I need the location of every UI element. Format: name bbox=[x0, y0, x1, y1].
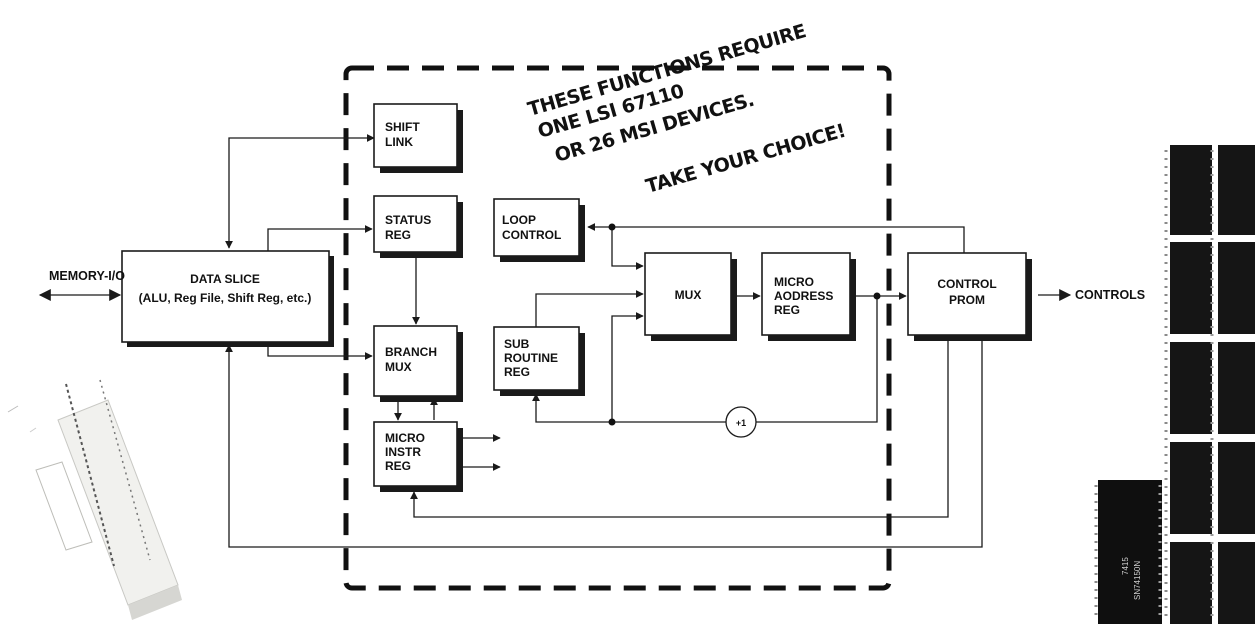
micro-instr-label-2: INSTR bbox=[385, 445, 421, 459]
micro-instr-label-3: REG bbox=[385, 459, 411, 473]
loop-control-label-1: LOOP bbox=[502, 213, 536, 227]
sub-routine-reg-block: SUB ROUTINE REG bbox=[494, 327, 585, 396]
sub-routine-label-3: REG bbox=[504, 365, 530, 379]
shift-link-block: SHIFT LINK bbox=[374, 104, 463, 173]
loop-control-label-2: CONTROL bbox=[502, 228, 561, 242]
memory-io-label: MEMORY-I/O bbox=[49, 269, 125, 283]
chip-label-sn74150n: SN74150N bbox=[1133, 561, 1142, 600]
sub-routine-label-1: SUB bbox=[504, 337, 530, 351]
branch-mux-label-1: BRANCH bbox=[385, 345, 437, 359]
wire-inc-sub bbox=[536, 394, 726, 422]
data-slice-title: DATA SLICE bbox=[190, 272, 260, 286]
junction-dot bbox=[609, 419, 616, 426]
branch-mux-block: BRANCH MUX bbox=[374, 326, 463, 402]
sub-routine-label-2: ROUTINE bbox=[504, 351, 558, 365]
control-prom-label-2: PROM bbox=[949, 293, 985, 307]
shift-link-label-2: LINK bbox=[385, 135, 413, 149]
incrementer-label: +1 bbox=[736, 418, 746, 428]
status-reg-label-1: STATUS bbox=[385, 213, 431, 227]
loop-control-block: LOOP CONTROL bbox=[494, 199, 585, 262]
shift-link-label-1: SHIFT bbox=[385, 120, 420, 134]
controls-label: CONTROLS bbox=[1075, 288, 1145, 302]
micro-instr-label-1: MICRO bbox=[385, 431, 425, 445]
mux-block: MUX bbox=[645, 253, 737, 341]
micro-address-label-2: AODRESS bbox=[774, 289, 833, 303]
ic-chips-photo-right: 7415 SN74150N bbox=[1096, 145, 1255, 624]
handwritten-annotation: THESE FUNCTIONS REQUIRE ONE LSI 67110 OR… bbox=[525, 20, 848, 198]
control-prom-block: CONTROL PROM bbox=[908, 253, 1032, 341]
chip-label-7415: 7415 bbox=[1121, 557, 1130, 575]
micro-instr-reg-block: MICRO INSTR REG bbox=[374, 422, 463, 492]
micro-address-label-1: MICRO bbox=[774, 275, 814, 289]
data-slice-block: DATA SLICE (ALU, Reg File, Shift Reg, et… bbox=[122, 251, 334, 347]
wire-prom-data bbox=[229, 336, 982, 547]
status-reg-label-2: REG bbox=[385, 228, 411, 242]
branch-mux-label-2: MUX bbox=[385, 360, 412, 374]
incrementer: +1 bbox=[726, 407, 756, 437]
micro-address-label-3: REG bbox=[774, 303, 800, 317]
wire-loop-mux bbox=[612, 227, 643, 266]
wire-inc-mux bbox=[612, 316, 643, 422]
status-reg-block: STATUS REG bbox=[374, 196, 463, 258]
wire-data-shift bbox=[229, 138, 374, 248]
data-slice-subtitle: (ALU, Reg File, Shift Reg, etc.) bbox=[139, 291, 312, 305]
wire-data-status bbox=[268, 229, 372, 252]
junction-dot bbox=[609, 224, 616, 231]
mux-label: MUX bbox=[675, 288, 702, 302]
junction-dot bbox=[874, 293, 881, 300]
wire-prom-loop bbox=[612, 227, 964, 253]
micro-address-reg-block: MICRO AODRESS REG bbox=[762, 253, 856, 341]
control-prom-label-1: CONTROL bbox=[937, 277, 996, 291]
